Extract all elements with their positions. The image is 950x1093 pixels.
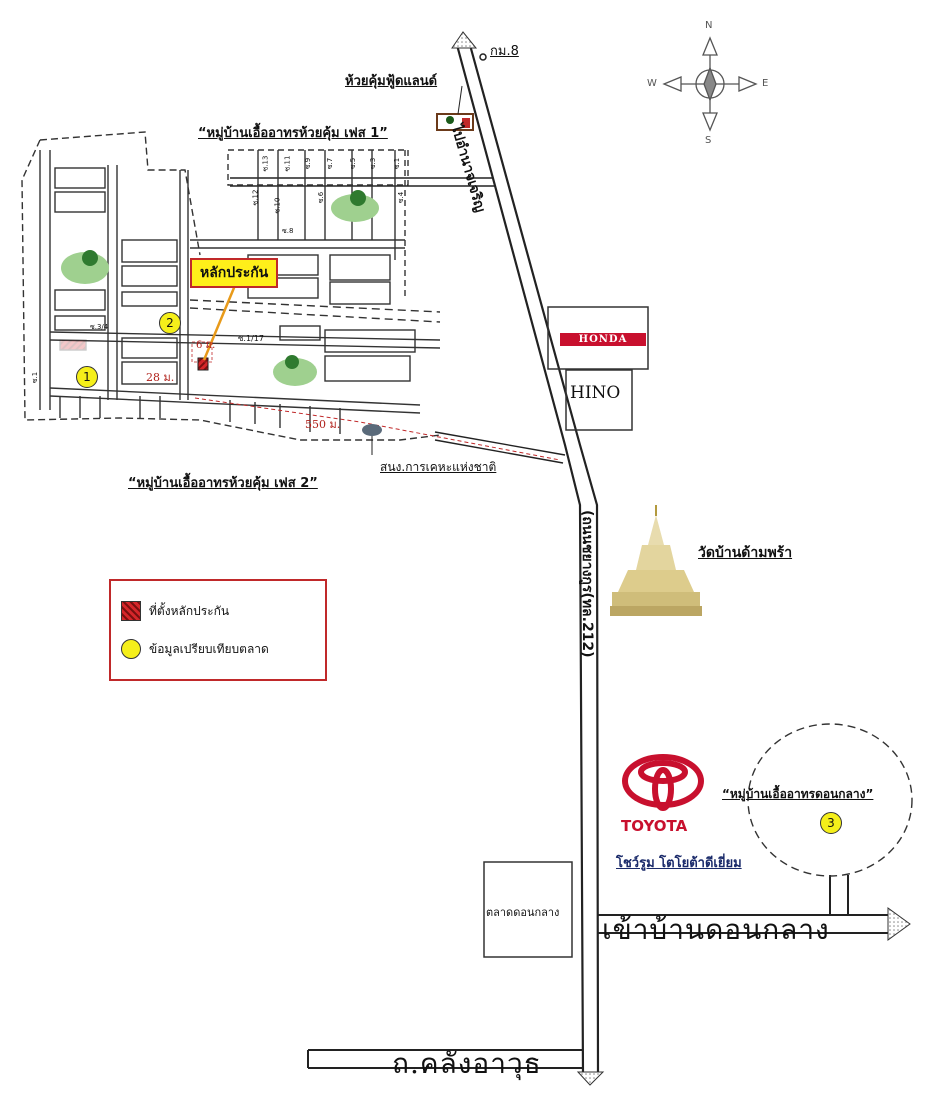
klang-awut-road xyxy=(307,1049,583,1069)
legend-row-collateral: ที่ตั้งหลักประกัน xyxy=(121,601,229,621)
hino-dealer-box xyxy=(565,369,633,431)
soi-label: ซ.3 xyxy=(369,157,378,170)
compass-rose-icon xyxy=(662,36,758,132)
market-swatch-icon xyxy=(121,639,141,659)
soi-label: ซ.11 xyxy=(283,155,292,172)
hino-label: HINO xyxy=(570,383,621,403)
soi-label: ซ.10 xyxy=(273,197,282,214)
arrow-icon xyxy=(576,1071,605,1086)
toyota-logo-icon xyxy=(622,754,704,811)
legend-row-market: ข้อมูลเปรียบเทียบตลาด xyxy=(121,639,269,659)
distance-line xyxy=(194,397,561,461)
soi-label: ซ.12 xyxy=(251,189,260,206)
toyota-showroom-label: โชว์รูม โตโยต้าดีเยี่ยม xyxy=(616,856,742,871)
phase2-label: “หมู่บ้านเอื้ออาทรห้วยคุ้ม เฟส 2” xyxy=(128,476,318,491)
soi-label: ซ.6 xyxy=(317,191,326,204)
highway-212 xyxy=(455,44,600,1076)
food-land-label: ห้วยคุ้มฟู้ดแลนด์ xyxy=(345,74,438,89)
office-access-road xyxy=(434,431,566,456)
dim-6m: 6 ม. xyxy=(196,340,216,351)
soi-label: ซ.8 xyxy=(282,227,294,235)
legend-collateral-label: ที่ตั้งหลักประกัน xyxy=(149,603,230,618)
soi-label: ซ.1 xyxy=(393,157,402,170)
klang-awut-road-label: ถ.คลังอาวุธ xyxy=(392,1047,542,1080)
compass-e: E xyxy=(762,78,769,89)
collateral-site-marker xyxy=(197,357,209,371)
honda-label: HONDA xyxy=(578,334,628,345)
don-klang-village-label: “หมู่บ้านเอื้ออาทรดอนกลาง” xyxy=(722,787,874,801)
wat-label: วัดบ้านด้ามพร้า xyxy=(698,545,793,561)
phase2-village-grid xyxy=(21,131,441,441)
dim-28m: 28 ม. xyxy=(146,371,175,384)
soi-label: ซ.5 xyxy=(349,157,358,170)
honda-dealer-box xyxy=(547,306,649,370)
park xyxy=(61,190,379,386)
km8-label: กม.8 xyxy=(490,44,519,59)
to-don-klang-label: เข้าบ้านดอนกลาง xyxy=(602,913,830,946)
market-box xyxy=(483,861,573,958)
arrow-icon xyxy=(451,31,478,49)
soi-label: ซ.9 xyxy=(304,157,313,170)
don-klang-village-area xyxy=(747,723,913,877)
compass-n: N xyxy=(705,20,713,31)
compass-s: S xyxy=(705,135,712,146)
phase1-label: “หมู่บ้านเอื้ออาทรห้วยคุ้ม เฟส 1” xyxy=(198,126,388,141)
legend-market-label: ข้อมูลเปรียบเทียบตลาด xyxy=(149,641,269,656)
dim-550m: 550 ม. xyxy=(305,418,341,431)
soi-label: ซ.1 xyxy=(31,371,40,384)
pagoda-icon xyxy=(610,505,702,616)
phase1-access-road xyxy=(230,177,495,187)
house-icon xyxy=(436,85,474,131)
highway-212-label: (ถนนชยางกูร(ทล.212) xyxy=(579,510,595,658)
collateral-callout: หลักประกัน xyxy=(190,258,279,288)
soi-label: ซ.13 xyxy=(261,155,270,172)
arrow-icon xyxy=(887,907,911,941)
housing-office-label: สนง.การเคหะแห่งชาติ xyxy=(380,460,497,474)
soi-label: ซ.7 xyxy=(326,157,335,170)
office-access-road xyxy=(434,439,564,464)
toyota-brand-label: TOYOTA xyxy=(621,817,688,835)
phase1-village-grid xyxy=(189,149,441,323)
office-icon xyxy=(362,424,382,455)
market-label: ตลาดดอนกลาง xyxy=(486,906,560,919)
don-klang-road xyxy=(598,875,890,934)
market-marker-1: 1 xyxy=(76,366,98,388)
callout-leader xyxy=(202,282,238,361)
soi-label: ซ.1/17 xyxy=(238,334,264,343)
compass-w: W xyxy=(647,78,657,89)
soi-label: ซ.4 xyxy=(397,191,406,204)
km8-marker xyxy=(479,53,487,61)
collateral-swatch-icon xyxy=(121,601,141,621)
legend: ที่ตั้งหลักประกัน ข้อมูลเปรียบเทียบตลาด xyxy=(109,579,327,681)
market-marker-3: 3 xyxy=(820,812,842,834)
honda-logo-icon: HONDA xyxy=(560,333,646,346)
soi-label: ซ.3/4 xyxy=(90,323,109,331)
market-marker-2: 2 xyxy=(159,312,181,334)
